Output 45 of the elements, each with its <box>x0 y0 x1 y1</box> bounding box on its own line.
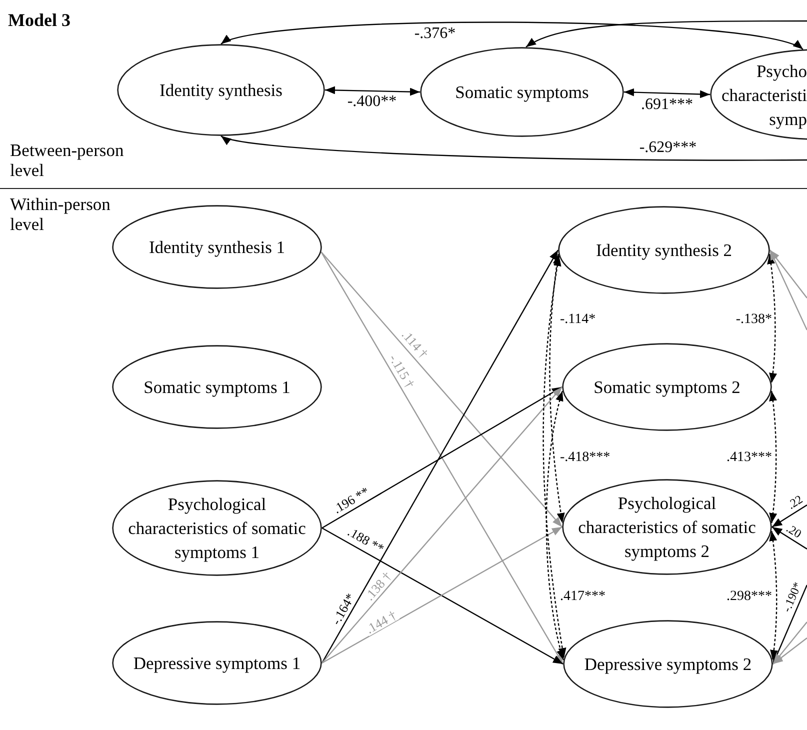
node-label: Psycho characteristi symp <box>720 60 807 130</box>
node-label: Psychological characteristics of somatic symptoms 1 <box>127 493 307 564</box>
double-arrow <box>324 86 420 96</box>
curved-arrow <box>220 135 807 161</box>
ellipse-node <box>112 480 322 576</box>
node-label: Identity synthesis <box>160 79 282 102</box>
ellipse-node <box>112 621 322 705</box>
node-label: Somatic symptoms <box>455 81 589 104</box>
node-label: Depressive symptoms 2 <box>584 653 752 676</box>
arrow <box>769 250 807 330</box>
ellipse-node <box>420 47 624 137</box>
arrow <box>772 504 807 528</box>
node-label: Identity synthesis 2 <box>596 239 732 262</box>
arrow <box>322 386 562 529</box>
ellipse-node <box>563 620 773 708</box>
arrow <box>772 526 807 550</box>
ellipse-node <box>562 479 772 575</box>
dotted-curved-double-arrow <box>542 256 566 658</box>
arrow <box>320 252 562 528</box>
node-label: Somatic symptoms 1 <box>144 376 290 399</box>
node-label: Identity synthesis 1 <box>148 236 286 259</box>
ellipse-node <box>112 205 322 289</box>
ellipse-node <box>558 206 770 294</box>
dotted-curved-double-arrow <box>546 390 565 660</box>
double-arrow <box>624 88 710 98</box>
curved-arrow <box>526 20 807 48</box>
node-label: Somatic symptoms 2 <box>594 376 740 399</box>
curved-double-arrow <box>220 22 804 50</box>
arrow <box>772 584 807 664</box>
dotted-curved-double-arrow <box>549 254 565 524</box>
level-label: Within-person level <box>10 194 112 234</box>
diagram-title: Model 3 <box>8 9 70 31</box>
arrow <box>772 638 807 664</box>
dotted-curved-double-arrow <box>766 254 777 384</box>
arrow <box>322 386 562 664</box>
dotted-curved-double-arrow <box>768 390 777 524</box>
arrow <box>770 250 807 298</box>
node-label: Depressive symptoms 1 <box>133 652 301 675</box>
arrow <box>772 622 807 664</box>
ellipse-node <box>117 44 325 136</box>
dotted-curved-double-arrow <box>769 530 778 660</box>
ellipse-node <box>112 345 322 429</box>
level-label: Between-person level <box>10 140 125 180</box>
ellipse-node <box>562 343 772 431</box>
node-label: Psychological characteristics of somatic symptoms 2 <box>577 492 757 563</box>
